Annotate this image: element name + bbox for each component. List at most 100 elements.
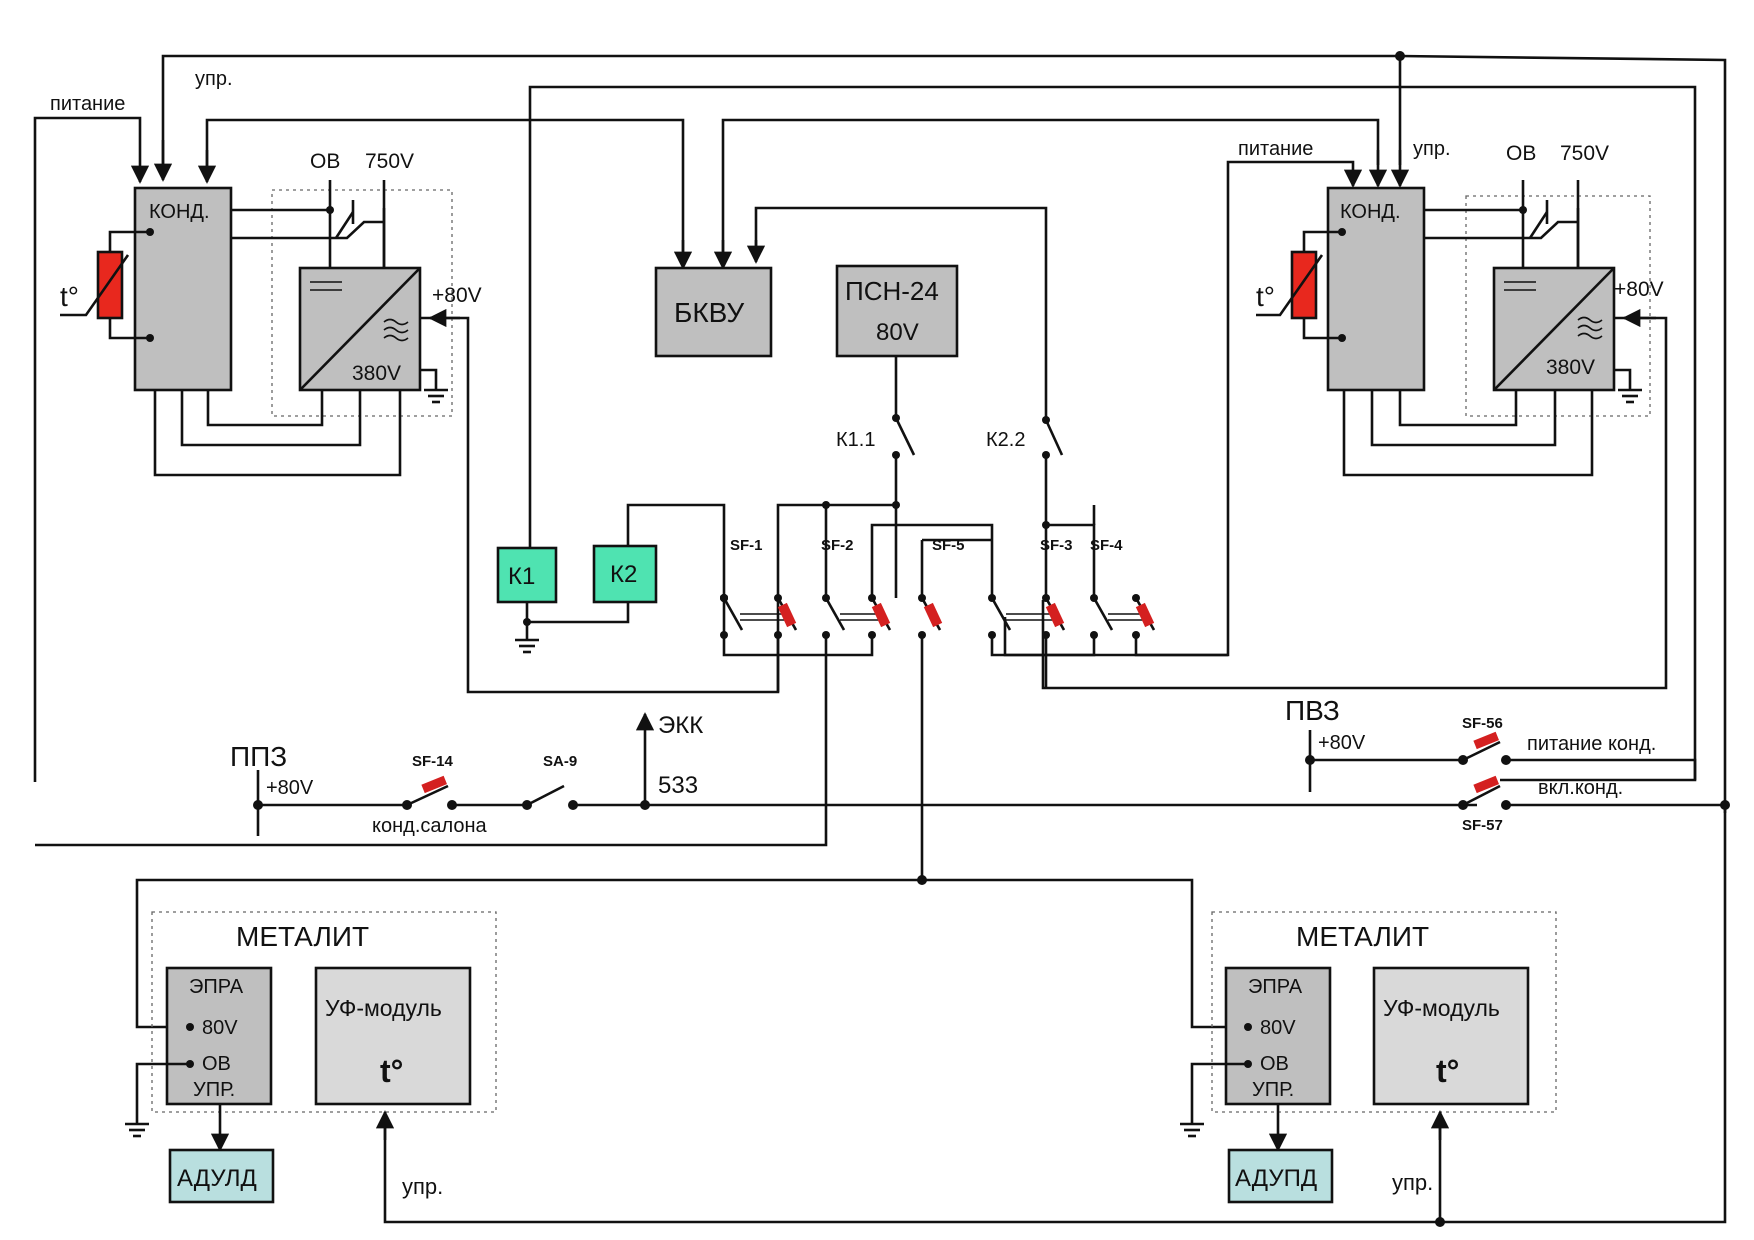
sf1-label: SF-1	[730, 537, 763, 554]
bkvu-block	[654, 266, 773, 358]
left-epra-block	[165, 966, 273, 1106]
breaker-bank: SF-1 SF-2 SF-5 SF-3 SF-4	[35, 501, 1228, 880]
sf56-label: SF-56	[1462, 715, 1503, 732]
right-metalit: МЕТАЛИТ ЭПРА 80V ОВ УПР. УФ-модуль t° уп…	[1180, 911, 1557, 1204]
pvz-80v-label: +80V	[1318, 732, 1366, 754]
left-epra-ov-label: ОВ	[202, 1053, 231, 1075]
right-heater-icon	[1290, 250, 1318, 320]
psn24-voltage-label: 80V	[876, 319, 919, 346]
sf14-switch-icon	[406, 784, 449, 807]
left-metalit-frame	[151, 911, 497, 1113]
bkvu-left-wire	[205, 118, 685, 262]
left-metalit: МЕТАЛИТ ЭПРА 80V ОВ УПР. УФ-модуль t° уп…	[125, 911, 497, 1204]
left-cond-block	[133, 186, 233, 392]
left-750v-label: 750V	[365, 150, 414, 173]
psn24-label: ПСН-24	[845, 276, 939, 306]
k2-label: К2	[610, 561, 637, 588]
left-ac-wave-icon	[383, 318, 409, 342]
bkvu-right-wire	[721, 118, 1380, 262]
k2-relay-block	[592, 544, 658, 604]
sf57-label: SF-57	[1462, 817, 1503, 834]
right-epra-80v-label: 80V	[1260, 1017, 1296, 1039]
ppz-circuit: ППЗ +80V SF-14 SA-9 ЭКК 533 конд.салона	[230, 712, 1477, 837]
pvz-label: ПВЗ	[1285, 695, 1340, 726]
left-temp-label: t°	[60, 281, 79, 312]
left-epra-label: ЭПРА	[189, 976, 244, 998]
sf4-breaker-icon	[1092, 597, 1114, 631]
ppz-80v-label: +80V	[266, 777, 314, 799]
right-ac-unit: питание упр. КОНД. t° 380V ОВ 750V +80V	[1041, 138, 1668, 690]
sf3-label: SF-3	[1040, 537, 1073, 554]
left-epra-upr-label: УПР.	[193, 1079, 235, 1101]
ekk-label: ЭКК	[658, 712, 703, 739]
sf1-breaker-icon	[722, 597, 744, 631]
metalit-feed-wires	[135, 805, 1727, 1227]
left-adul-label: АДУЛД	[177, 1165, 257, 1192]
right-epra-block	[1224, 966, 1332, 1106]
right-cond-label: КОНД.	[1340, 201, 1401, 223]
left-80v-label: +80V	[432, 284, 482, 307]
sa9-label: SA-9	[543, 753, 577, 770]
right-upr-bottom-label: упр.	[1392, 1170, 1433, 1195]
n533-label: 533	[658, 772, 698, 799]
right-750v-label: 750V	[1560, 142, 1609, 165]
right-epra-ov-label: ОВ	[1260, 1053, 1289, 1075]
left-pitanie-label: питание	[50, 93, 125, 115]
input-arrows	[33, 116, 1410, 782]
right-380v-label: 380V	[1546, 356, 1595, 379]
left-uf-module-block	[314, 966, 472, 1106]
pvz-circuit: ПВЗ +80V SF-56 питание конд. SF-57 вкл.к…	[1285, 695, 1730, 834]
bkvu-k22-wire	[754, 206, 1048, 420]
left-uf-temp-label: t°	[380, 1053, 403, 1089]
right-metalit-title: МЕТАЛИТ	[1296, 921, 1429, 952]
sf57-switch-icon	[1462, 784, 1501, 807]
right-80v-label: +80V	[1614, 278, 1664, 301]
k1-supply-wire	[528, 85, 1697, 782]
right-upr-label: упр.	[1413, 138, 1451, 160]
sf4-label: SF-4	[1090, 537, 1123, 554]
vkl-kond-label: вкл.конд.	[1538, 777, 1623, 799]
right-adul-label: АДУПД	[1235, 1165, 1317, 1192]
right-epra-upr-label: УПР.	[1252, 1079, 1294, 1101]
ppz-label: ППЗ	[230, 741, 287, 772]
left-metalit-title: МЕТАЛИТ	[236, 921, 369, 952]
left-adul-block	[168, 1148, 275, 1204]
junction-dot	[1395, 51, 1405, 61]
left-upr-bottom-label: упр.	[402, 1174, 443, 1199]
right-uf-temp-label: t°	[1436, 1053, 1459, 1089]
right-metalit-frame	[1211, 911, 1557, 1113]
k22-contact-icon	[1044, 419, 1064, 456]
right-uf-module-label: УФ-модуль	[1383, 995, 1500, 1021]
bkvu-label: БКВУ	[674, 297, 744, 328]
sa9-switch-icon	[526, 784, 565, 807]
center-blocks: БКВУ ПСН-24 80V К1.1 К2.2 К1 К2	[496, 264, 1064, 654]
left-cond-label: КОНД.	[149, 201, 210, 223]
sf3-breaker-icon	[990, 597, 1012, 631]
right-temp-label: t°	[1256, 281, 1275, 312]
right-ov-label: ОВ	[1506, 142, 1536, 165]
right-cond-block	[1326, 186, 1426, 392]
sf2-label: SF-2	[821, 537, 854, 554]
left-ac-unit: питание упр. КОНД. t° 380V ОВ 750V +80V	[50, 68, 780, 694]
sf14-label: SF-14	[412, 753, 454, 770]
left-380v-label: 380V	[352, 362, 401, 385]
right-pitanie-label: питание	[1238, 138, 1313, 160]
left-uf-module-label: УФ-модуль	[325, 995, 442, 1021]
k22-label: К2.2	[986, 429, 1025, 451]
left-upr-label: упр.	[195, 68, 233, 90]
sf5-label: SF-5	[932, 537, 965, 554]
k11-label: К1.1	[836, 429, 875, 451]
right-adul-block	[1227, 1148, 1334, 1204]
right-uf-module-block	[1372, 966, 1530, 1106]
right-inverter-frame	[1465, 195, 1651, 417]
psn24-block	[835, 264, 959, 358]
sf2-breaker-icon	[824, 597, 846, 631]
right-epra-label: ЭПРА	[1248, 976, 1303, 998]
sf56-switch-icon	[1462, 740, 1501, 762]
right-ac-wave-icon	[1577, 316, 1603, 340]
kond-salona-label: конд.салона	[372, 815, 488, 837]
pitanie-kond-label: питание конд.	[1527, 733, 1656, 755]
left-ov-label: ОВ	[310, 150, 340, 173]
left-heater-icon	[96, 250, 124, 320]
